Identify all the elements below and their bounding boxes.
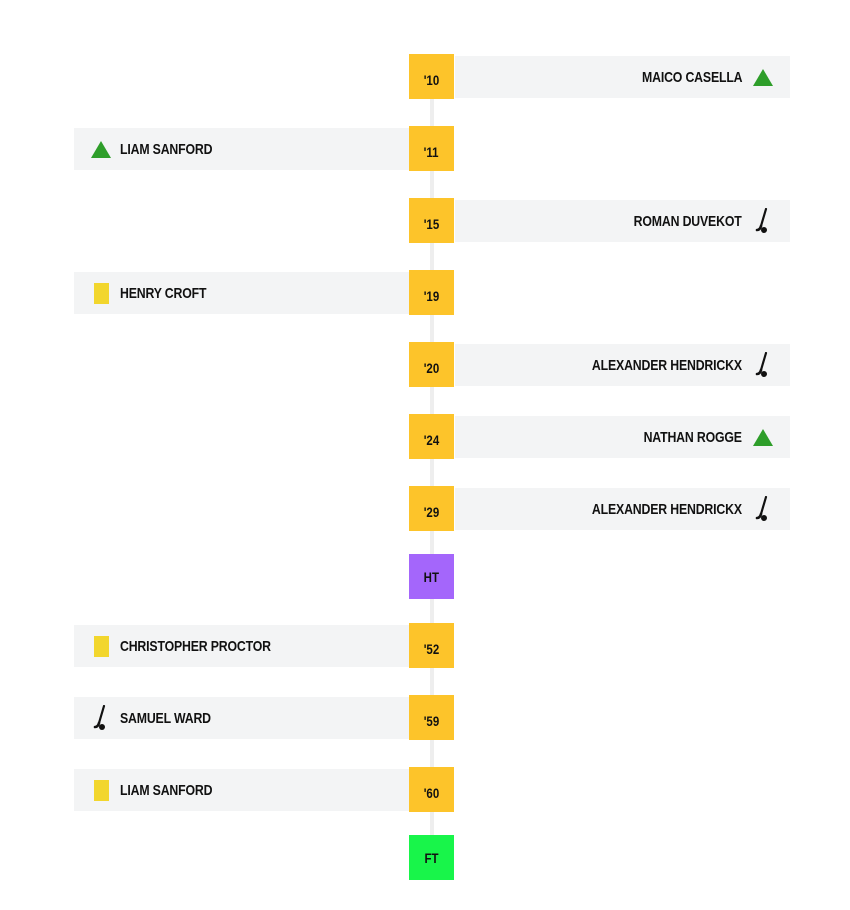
player-name: CHRISTOPHER PROCTOR <box>120 637 271 655</box>
player-name: ROMAN DUVEKOT <box>634 212 742 230</box>
minute-label: '19 <box>423 287 440 304</box>
event-card: CHRISTOPHER PROCTOR <box>74 625 410 667</box>
timeline-event-row: ROMAN DUVEKOT '15 <box>0 198 850 243</box>
minute-label: '52 <box>423 640 440 657</box>
timeline-event-row: NATHAN ROGGE '24 <box>0 414 850 459</box>
minute-badge: '24 <box>409 414 454 459</box>
green-triangle-icon <box>751 425 775 449</box>
player-name: ALEXANDER HENDRICKX <box>592 500 742 518</box>
event-card: SAMUEL WARD <box>74 697 410 739</box>
minute-badge: '29 <box>409 486 454 531</box>
event-card: LIAM SANFORD <box>74 769 410 811</box>
event-card: MAICO CASELLA <box>455 56 790 98</box>
minute-label: '59 <box>423 712 440 729</box>
half-time-marker: HT <box>409 554 454 599</box>
minute-badge: '15 <box>409 198 454 243</box>
player-name: MAICO CASELLA <box>641 68 743 86</box>
yellow-card-icon <box>89 281 113 305</box>
timeline-event-row: HENRY CROFT '19 <box>0 270 850 315</box>
minute-badge: '52 <box>409 623 454 668</box>
event-card: ROMAN DUVEKOT <box>455 200 790 242</box>
minute-badge: '59 <box>409 695 454 740</box>
player-name: ALEXANDER HENDRICKX <box>592 356 742 374</box>
player-name: HENRY CROFT <box>120 284 207 302</box>
minute-label: '15 <box>423 215 440 232</box>
minute-badge: '19 <box>409 270 454 315</box>
event-card: HENRY CROFT <box>74 272 410 314</box>
half-time-label: HT <box>423 568 440 585</box>
timeline-event-row: CHRISTOPHER PROCTOR '52 <box>0 623 850 668</box>
minute-badge: '20 <box>409 342 454 387</box>
timeline-event-row: LIAM SANFORD '60 <box>0 767 850 812</box>
hockey-stick-ball-icon <box>751 352 775 377</box>
timeline-center-line <box>430 55 434 880</box>
timeline-event-row: SAMUEL WARD '59 <box>0 695 850 740</box>
timeline-event-row: ALEXANDER HENDRICKX '29 <box>0 486 850 531</box>
yellow-card-icon <box>89 634 113 658</box>
green-triangle-icon <box>89 137 113 161</box>
minute-label: '20 <box>423 359 440 376</box>
timeline-event-row: ALEXANDER HENDRICKX '20 <box>0 342 850 387</box>
minute-label: '60 <box>423 784 440 801</box>
hockey-stick-ball-icon <box>89 705 113 730</box>
event-card: LIAM SANFORD <box>74 128 410 170</box>
event-card: ALEXANDER HENDRICKX <box>455 488 790 530</box>
full-time-marker: FT <box>409 835 454 880</box>
player-name: NATHAN ROGGE <box>643 428 742 446</box>
hockey-stick-ball-icon <box>751 208 775 233</box>
green-triangle-icon <box>751 65 775 89</box>
full-time-label: FT <box>424 849 439 866</box>
minute-label: '11 <box>424 143 439 160</box>
timeline-event-row: MAICO CASELLA '10 <box>0 54 850 99</box>
minute-badge: '11 <box>409 126 454 171</box>
timeline-event-row: LIAM SANFORD '11 <box>0 126 850 171</box>
player-name: LIAM SANFORD <box>120 140 213 158</box>
player-name: SAMUEL WARD <box>120 709 211 727</box>
event-card: ALEXANDER HENDRICKX <box>455 344 790 386</box>
minute-badge: '10 <box>409 54 454 99</box>
minute-label: '24 <box>423 431 440 448</box>
hockey-stick-ball-icon <box>751 496 775 521</box>
minute-label: '10 <box>423 71 440 88</box>
minute-label: '29 <box>423 503 440 520</box>
event-card: NATHAN ROGGE <box>455 416 790 458</box>
yellow-card-icon <box>89 778 113 802</box>
player-name: LIAM SANFORD <box>120 781 213 799</box>
minute-badge: '60 <box>409 767 454 812</box>
